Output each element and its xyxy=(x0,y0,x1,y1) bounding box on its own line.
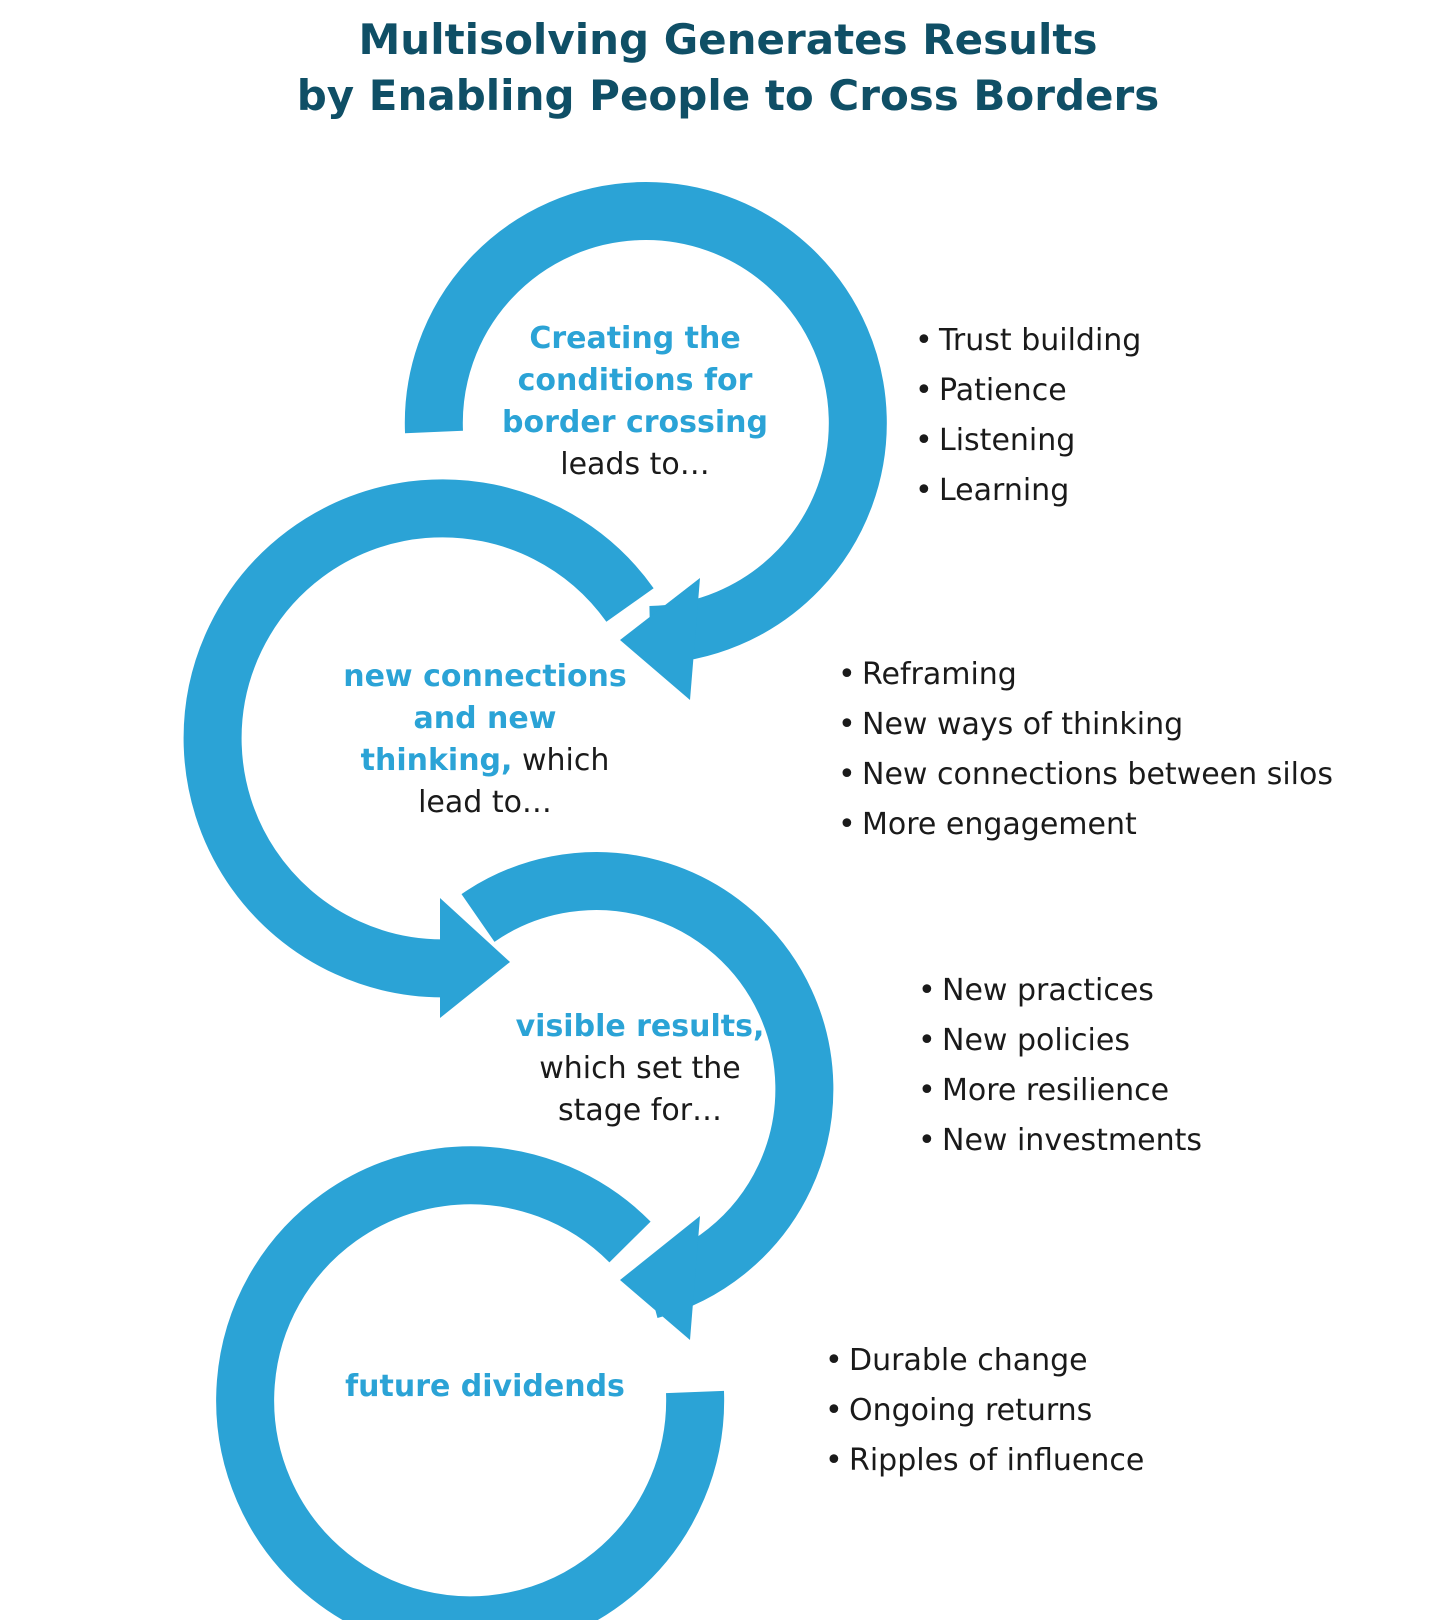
stage-2-tail-1: lead to… xyxy=(418,785,552,820)
stage-2-hl-1: new connections xyxy=(343,659,627,694)
bullet-item: More engagement xyxy=(838,800,1333,850)
stage-3-tail-2: stage for… xyxy=(557,1093,723,1128)
loop-2-arc xyxy=(183,479,654,998)
stage-2-text: new connections and new thinking, which … xyxy=(320,656,650,824)
bullet-item: New ways of thinking xyxy=(838,700,1333,750)
stage-1-hl-3: border crossing xyxy=(502,405,768,440)
bullet-item: Patience xyxy=(915,366,1141,416)
title-line-1: Multisolving Generates Results xyxy=(358,15,1098,64)
bullet-item: Durable change xyxy=(825,1336,1144,1386)
stage-3-tail-1: which set the xyxy=(539,1051,741,1086)
stage-3-text: visible results, which set the stage for… xyxy=(490,1006,790,1132)
loop-1-arc xyxy=(404,182,887,664)
loop-3-arc xyxy=(461,852,834,1319)
bullet-item: New policies xyxy=(918,1016,1202,1066)
stage-1-text: Creating the conditions for border cross… xyxy=(470,318,800,486)
bullet-item: More resilience xyxy=(918,1066,1202,1116)
bullet-item: Trust building xyxy=(915,316,1141,366)
stage-2-inline: which xyxy=(512,743,610,778)
stage-3-bullets: New practices New policies More resilien… xyxy=(918,966,1202,1166)
bullet-item: Ripples of influence xyxy=(825,1436,1144,1486)
stage-1-hl-2: conditions for xyxy=(517,363,753,398)
loop-2-arrowhead xyxy=(440,898,510,1018)
bullet-item: New investments xyxy=(918,1116,1202,1166)
diagram-title: Multisolving Generates Results by Enabli… xyxy=(0,12,1456,124)
stage-2-line-3: thinking, which xyxy=(320,740,650,782)
loop-1-arrowhead xyxy=(620,578,700,700)
stage-1-bullets: Trust building Patience Listening Learni… xyxy=(915,316,1141,516)
bullet-item: Listening xyxy=(915,416,1141,466)
stage-2-bullets: Reframing New ways of thinking New conne… xyxy=(838,650,1333,850)
loop-3-arrowhead xyxy=(620,1216,700,1340)
loop-4-arc xyxy=(216,1146,725,1620)
bullet-item: New connections between silos xyxy=(838,750,1333,800)
stage-4-hl-1: future dividends xyxy=(345,1369,625,1404)
stage-4-text: future dividends xyxy=(320,1366,650,1408)
bullet-item: Learning xyxy=(915,466,1141,516)
stage-4-bullets: Durable change Ongoing returns Ripples o… xyxy=(825,1336,1144,1486)
bullet-item: Ongoing returns xyxy=(825,1386,1144,1436)
stage-3-hl-1: visible results, xyxy=(515,1009,765,1044)
stage-1-hl-1: Creating the xyxy=(529,321,741,356)
stage-1-tail-1: leads to… xyxy=(560,447,710,482)
title-line-2: by Enabling People to Cross Borders xyxy=(296,71,1160,120)
bullet-item: Reframing xyxy=(838,650,1333,700)
bullet-item: New practices xyxy=(918,966,1202,1016)
stage-2-hl-2: and new xyxy=(413,701,557,736)
stage-2-hl-3: thinking, xyxy=(360,743,513,778)
